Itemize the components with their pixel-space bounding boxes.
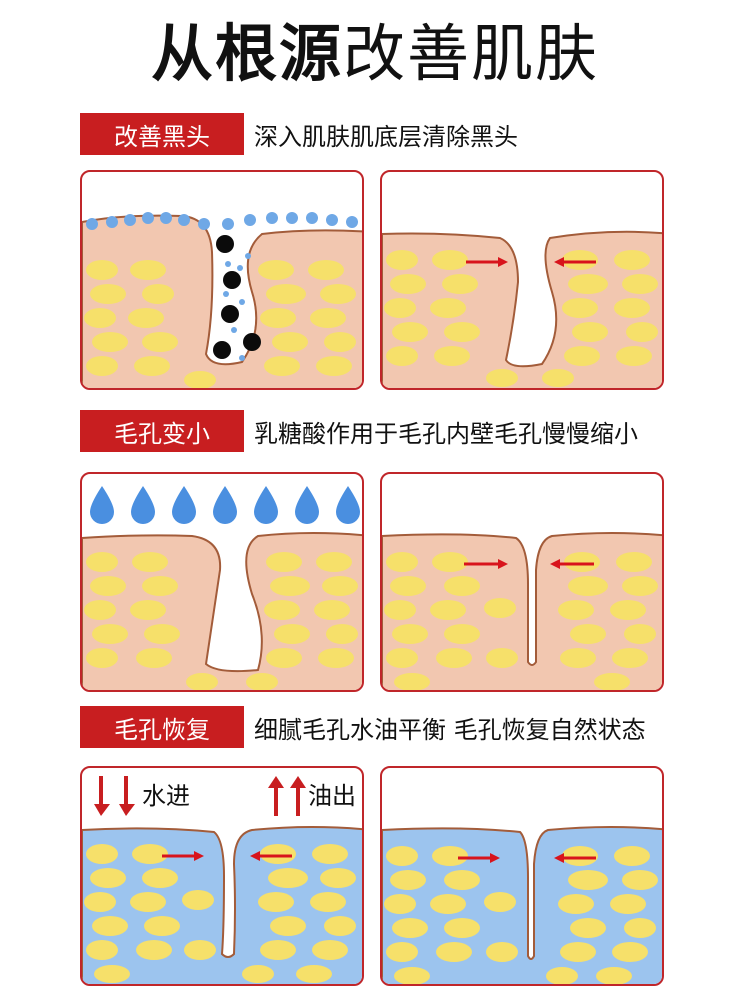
section-desc-blackhead: 深入肌肤肌底层清除黑头 <box>254 122 518 151</box>
panel-restore-before: 水进 油出 <box>80 766 364 986</box>
panel-blackhead-after <box>380 170 664 390</box>
title-bold: 从根源 <box>150 17 343 90</box>
water-in-label: 水进 <box>142 782 190 810</box>
skin-diagram-pore-cleared <box>382 230 662 388</box>
shrink-arrows <box>458 853 596 863</box>
section-tag-shrink: 毛孔变小 <box>80 410 244 452</box>
section-tag-restore: 毛孔恢复 <box>80 706 244 748</box>
water-in-arrows <box>94 776 135 816</box>
shrink-arrows <box>466 257 596 267</box>
panel-blackhead-before <box>80 170 364 390</box>
skin-diagram-pore-narrowed <box>382 532 662 690</box>
pore-bubbles <box>223 253 251 361</box>
panel-shrink-after <box>380 472 664 692</box>
oil-out-label: 油出 <box>308 782 356 810</box>
title-light: 改善肌肤 <box>343 17 600 90</box>
page-title: 从根源改善肌肤 <box>0 0 750 96</box>
skin-diagram-blackhead-clogged <box>82 212 362 388</box>
oil-out-arrows <box>268 776 306 816</box>
section-tag-blackhead: 改善黑头 <box>80 113 244 155</box>
section-desc-shrink: 乳糖酸作用于毛孔内壁毛孔慢慢缩小 <box>254 419 638 448</box>
shrink-arrows <box>162 851 292 861</box>
fat-cells <box>384 250 658 387</box>
fat-cells <box>84 552 358 690</box>
section-desc-restore: 细腻毛孔水油平衡 毛孔恢复自然状态 <box>254 715 646 744</box>
fat-cells <box>84 260 356 388</box>
panel-restore-after <box>380 766 664 986</box>
shrink-arrows <box>464 559 594 569</box>
fat-cells <box>384 552 658 690</box>
blackhead-particles <box>213 235 261 359</box>
fat-cells <box>384 846 658 984</box>
fat-cells <box>84 844 356 983</box>
panel-shrink-before <box>80 472 364 692</box>
skin-diagram-droplets <box>82 486 362 690</box>
water-droplets <box>90 486 360 524</box>
surface-bubbles <box>86 212 358 230</box>
skin-diagram-natural-state <box>382 826 662 984</box>
skin-diagram-water-oil-balance: 水进 油出 <box>82 776 362 984</box>
